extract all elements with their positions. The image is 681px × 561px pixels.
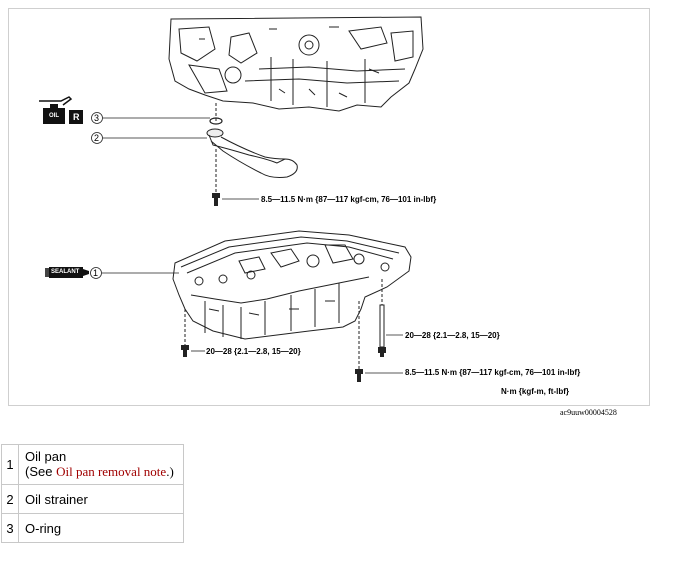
oil-pan-drawing [172, 230, 412, 340]
o-ring-drawing [209, 117, 223, 125]
pan-bolt-bottom-drawing [355, 369, 363, 382]
torque-spec-pan-bolt-long: 20—28 {2.1—2.8, 15—20} [405, 331, 500, 340]
part-description: Oil pan (See Oil pan removal note.) [18, 444, 184, 485]
sealant-tube-icon [45, 267, 89, 278]
callout-1: 1 [93, 268, 99, 278]
oil-icon-label: OIL [49, 113, 59, 119]
table-row: 2 Oil strainer [1, 484, 184, 514]
torque-spec-pan-bolt-bottom: 8.5—11.5 N·m {87—117 kgf-cm, 76—101 in-l… [405, 368, 581, 377]
part-number: 3 [1, 513, 19, 543]
note-prefix: (See [25, 464, 57, 479]
oil-strainer-drawing [206, 128, 298, 178]
torque-spec-pan-bolt-left: 20—28 {2.1—2.8, 15—20} [206, 347, 301, 356]
callout-circle-1 [90, 267, 102, 279]
diagram-drawing [39, 16, 424, 382]
unit-legend: N·m {kgf-m, ft-lbf} [501, 387, 569, 396]
exploded-diagram: OIL R SEALANT 3 2 1 8.5—11.5 N·m {87—117… [8, 8, 650, 406]
callout-3: 3 [94, 113, 100, 123]
part-name: Oil strainer [18, 484, 184, 514]
figure-id: ac9uuw00004528 [560, 408, 617, 417]
torque-spec-strainer-bolt: 8.5—11.5 N·m {87—117 kgf-cm, 76—101 in-l… [261, 195, 437, 204]
table-row: 1 Oil pan (See Oil pan removal note.) [1, 444, 184, 485]
part-name: Oil pan [25, 449, 67, 464]
strainer-bolt-drawing [212, 193, 220, 206]
part-name: O-ring [18, 513, 184, 543]
callout-circle-2 [91, 132, 103, 144]
table-row: 3 O-ring [1, 513, 184, 543]
oil-pan-removal-note-link[interactable]: Oil pan removal note [56, 464, 167, 479]
replace-icon-label: R [73, 112, 80, 122]
note-suffix: .) [166, 464, 174, 479]
callout-circle-3 [91, 112, 103, 124]
part-number: 1 [1, 444, 19, 485]
part-number: 2 [1, 484, 19, 514]
pan-bolt-long-drawing [378, 304, 386, 357]
sealant-icon-label: SEALANT [51, 269, 80, 275]
engine-block-drawing [168, 16, 424, 112]
parts-table: 1 Oil pan (See Oil pan removal note.) 2 … [1, 444, 184, 543]
pan-bolt-short-drawing [181, 345, 189, 357]
callout-2: 2 [94, 133, 100, 143]
part-note: (See Oil pan removal note.) [25, 464, 177, 480]
oil-can-icon [39, 96, 73, 124]
replace-icon [69, 110, 83, 124]
